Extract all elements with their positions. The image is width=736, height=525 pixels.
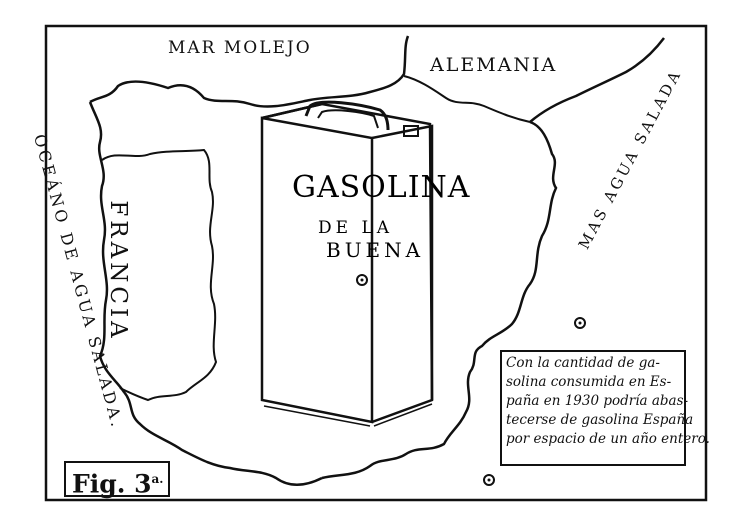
frame-border <box>44 24 708 502</box>
can-marker <box>356 274 368 286</box>
can-subtitle-2: BUENA <box>326 238 425 262</box>
figure-label: Fig. 3a. <box>64 461 170 499</box>
france-border <box>101 148 218 402</box>
note-line: Con la cantidad de ga- <box>506 355 660 371</box>
germany-label: ALEMANIA <box>430 54 558 76</box>
note-line: tecerse de gasolina España <box>506 412 694 428</box>
note-line: paña en 1930 podría abas- <box>506 393 689 409</box>
gasoline-can <box>260 100 434 427</box>
can-subtitle-1: DE LA <box>318 218 394 238</box>
can-title: GASOLINA <box>292 170 471 205</box>
note-line: solina consumida en Es- <box>506 374 672 390</box>
note-line: por espacio de un año entero. <box>506 431 710 447</box>
caption-note: Con la cantidad de ga- solina consumida … <box>500 350 710 466</box>
location-marker-dot <box>578 321 582 325</box>
can-marker-dot <box>360 278 364 282</box>
west-coast <box>88 101 323 486</box>
germany-border <box>403 75 531 123</box>
north-coast <box>89 35 410 108</box>
east-coast <box>321 120 558 480</box>
northeast-coast <box>529 37 665 123</box>
location-marker <box>483 474 495 486</box>
location-marker <box>574 317 586 329</box>
figure-suffix: a. <box>151 472 164 486</box>
sea-label-top: MAR MOLEJO <box>168 38 312 58</box>
france-label: FRANCIA <box>105 200 131 342</box>
figure-number: Fig. 3 <box>72 469 152 499</box>
location-marker-dot <box>487 478 491 482</box>
